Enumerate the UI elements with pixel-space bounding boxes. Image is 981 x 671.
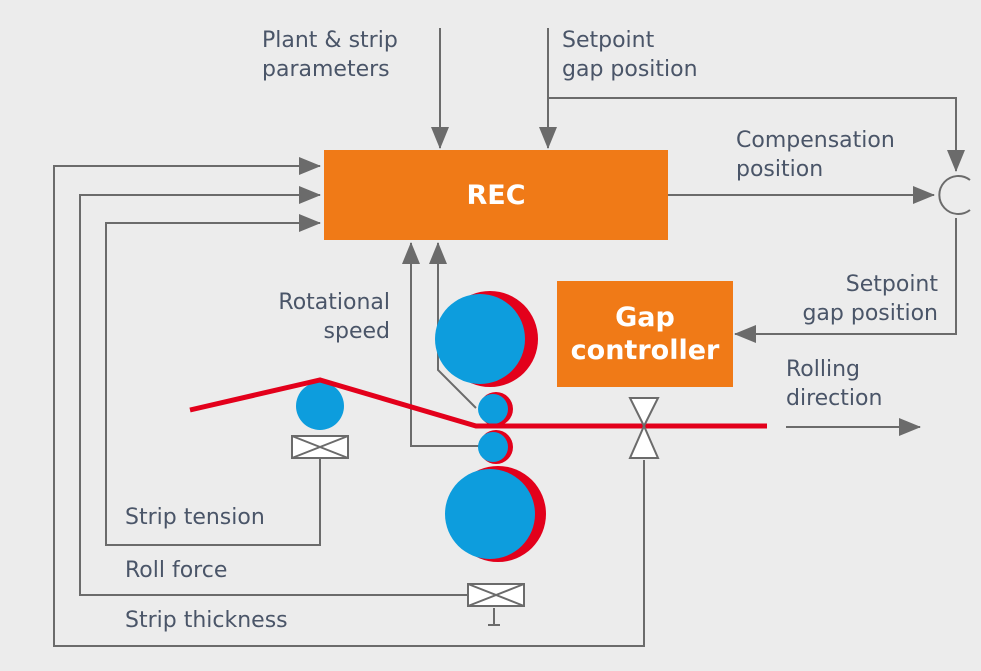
tension-roll (296, 382, 344, 430)
rotational-speed-label: Rotational speed (278, 290, 390, 344)
summing-junction (938, 175, 971, 215)
gap-controller-label-line1: Gap (615, 302, 675, 333)
lower-work-roll (478, 430, 513, 464)
compensation-label: Compensation position (736, 128, 895, 182)
rec-block: REC (324, 150, 668, 240)
upper-backup-roll (435, 291, 538, 387)
plant-params-label: Plant & strip parameters (262, 28, 398, 82)
rolling-direction-label: Rolling direction (786, 357, 883, 411)
setpoint-to-junction-line (548, 97, 965, 172)
rotational-speed-upper-line (429, 242, 477, 409)
strip-tension-feedback-line (105, 214, 321, 546)
junction-to-gap-controller-line (734, 218, 957, 343)
strip-thickness-label: Strip thickness (125, 608, 288, 633)
upper-work-roll (478, 392, 513, 426)
lower-backup-roll (445, 466, 546, 562)
setpoint-right-label: Setpoint gap position (802, 272, 938, 326)
gap-controller-label-line2: controller (570, 335, 720, 366)
strip-thickness-feedback-line (53, 157, 645, 647)
gap-controller-block: Gap controller (557, 281, 733, 387)
roll-force-load-cell (467, 583, 525, 607)
roll-force-label: Roll force (125, 558, 228, 583)
rec-label: REC (466, 179, 526, 211)
strip-tension-label: Strip tension (125, 505, 265, 530)
tension-load-cell (291, 435, 349, 459)
setpoint-top-label: Setpoint gap position (562, 28, 698, 82)
roll-force-feedback-line (79, 186, 468, 596)
thickness-gauge (628, 397, 660, 459)
rotational-speed-lower-line (402, 242, 494, 447)
metal-strip (189, 377, 767, 429)
